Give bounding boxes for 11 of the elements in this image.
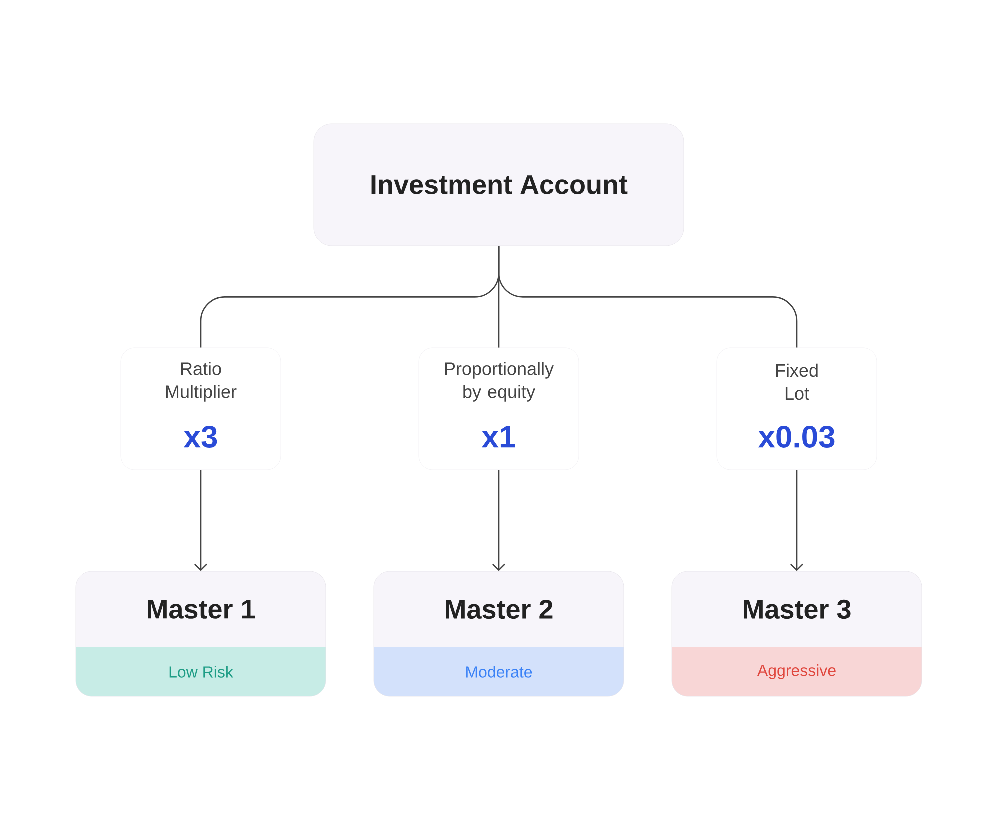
ratio-card: Proportionally by equity x1 — [418, 348, 580, 470]
master-card: Master 1 Low Risk — [76, 571, 326, 697]
ratio-card: Ratio Multiplier x3 — [120, 348, 282, 470]
master-card: Master 3 Aggressive — [672, 571, 922, 697]
arrow — [194, 470, 208, 572]
master-card: Master 2 Moderate — [374, 571, 624, 697]
ratio-card: Fixed Lot x0.03 — [716, 348, 878, 470]
arrow — [492, 470, 506, 572]
arrow — [790, 470, 804, 572]
account-box: Investment Account — [314, 124, 684, 246]
branch-line — [498, 246, 798, 348]
